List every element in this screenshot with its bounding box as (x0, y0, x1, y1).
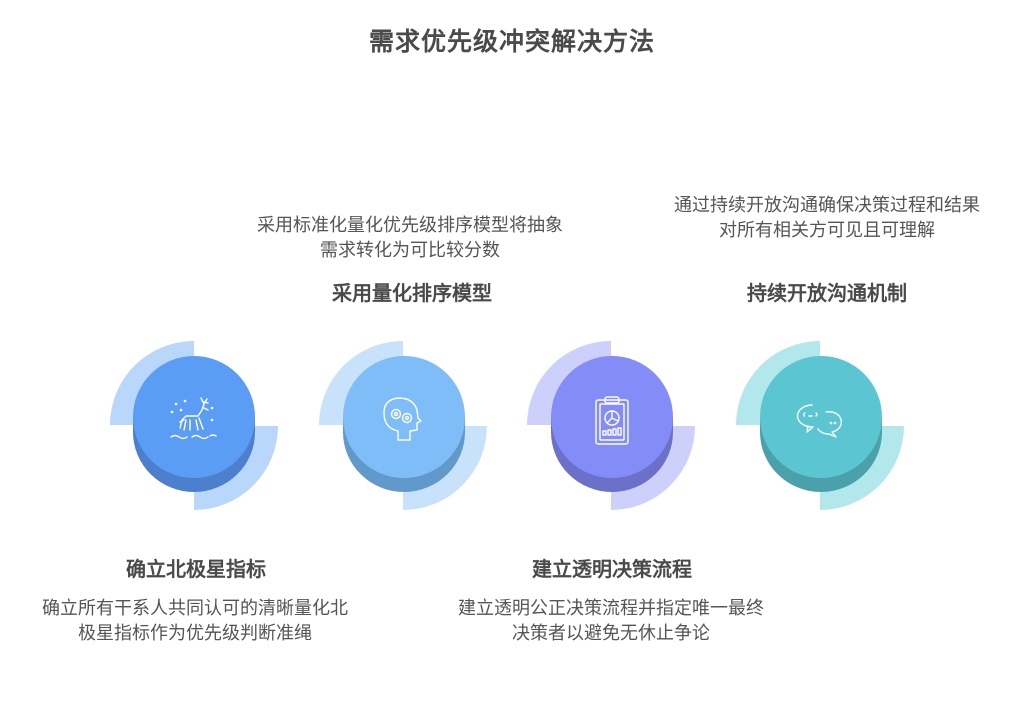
step-3-node (527, 341, 695, 510)
step-4-description: 通过持续开放沟通确保决策过程和结果对所有相关方可见且可理解 (674, 195, 980, 241)
arc-decoration (403, 426, 487, 510)
arc-decoration (611, 426, 695, 510)
step-2-label: 采用量化排序模型 (332, 281, 492, 305)
step-4-label: 持续开放沟通机制 (747, 281, 907, 305)
step-1-label: 确立北极星指标 (126, 557, 266, 581)
reindeer-icon (170, 397, 217, 440)
step-1-node (110, 341, 278, 510)
head-gears-icon (383, 397, 422, 441)
step-4-node (736, 341, 904, 510)
step-3-description: 建立透明公正决策流程并指定唯一最终决策者以避免无休止争论 (458, 598, 764, 644)
step-3-label: 建立透明决策流程 (532, 557, 692, 581)
arc-decoration (820, 426, 904, 510)
step-2-node (319, 341, 487, 510)
chat-bubbles-icon (796, 404, 843, 438)
arc-decoration (194, 426, 278, 510)
clipboard-chart-icon (595, 396, 629, 445)
step-2-description: 采用标准化量化优先级排序模型将抽象需求转化为可比较分数 (257, 215, 563, 261)
diagram-title: 需求优先级冲突解决方法 (368, 27, 655, 56)
step-1-description: 确立所有干系人共同认可的清晰量化北极星指标作为优先级判断准绳 (42, 598, 348, 644)
